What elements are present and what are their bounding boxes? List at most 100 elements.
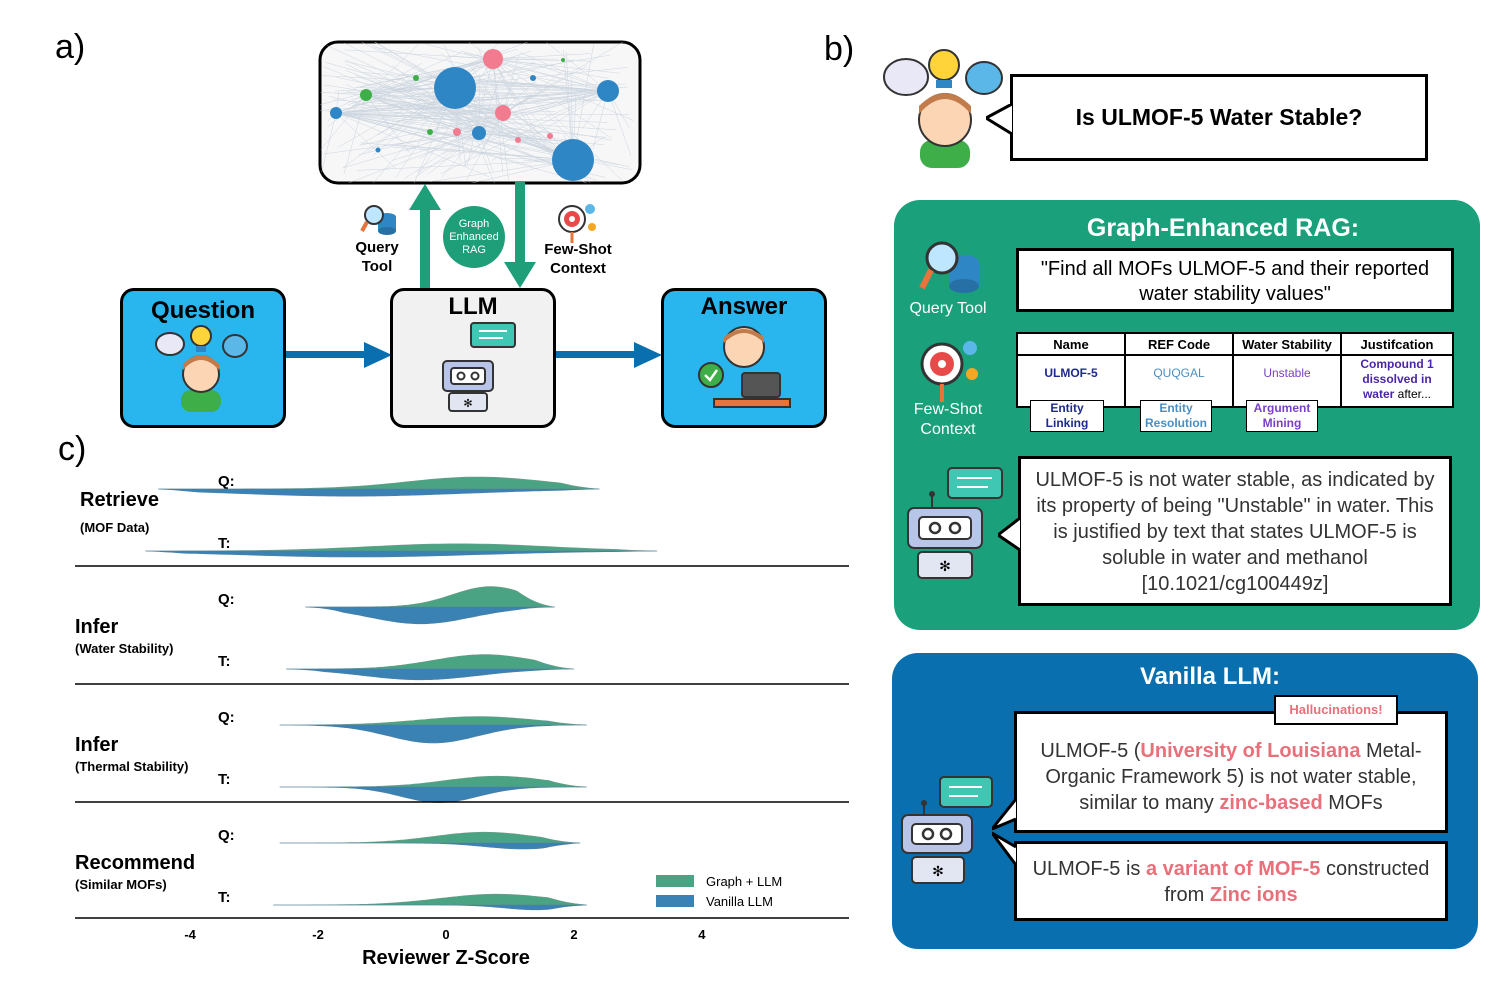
query-tool-label: Query Tool — [909, 300, 987, 317]
graph-edge — [345, 70, 574, 161]
graph-edge — [335, 112, 465, 148]
vanilla-llm-density — [273, 904, 587, 911]
vanilla-llm-density — [279, 842, 581, 850]
group-sublabel: (Thermal Stability) — [75, 759, 188, 774]
row-label: Q: — [218, 591, 235, 608]
answer-box: Answer — [661, 288, 827, 428]
answer-text: ULMOF-5 ( — [1040, 740, 1141, 762]
table-cell-name: ULMOF-5 — [1018, 356, 1126, 406]
graph-edge — [344, 49, 494, 60]
user-thinking-icon — [883, 49, 1003, 168]
group-label: Retrieve — [80, 489, 159, 511]
graph-edge — [365, 85, 421, 96]
tag-line: Resolution — [1145, 416, 1207, 430]
robot-icon: ✻ — [907, 467, 1003, 579]
graph-edge — [320, 112, 337, 182]
robot-icon: ✻ — [901, 776, 993, 884]
graph-edge — [335, 112, 607, 138]
graph-node — [413, 75, 419, 81]
justification-rest: after... — [1394, 387, 1432, 401]
vanilla-answer-bubble-1: ULMOF-5 (University of Louisiana Metal-O… — [1014, 711, 1448, 833]
question-title: Question — [150, 297, 255, 324]
badge-line: RAG — [462, 243, 486, 256]
query-tool-line: Query — [355, 239, 399, 256]
hallucinated-text: Zinc ions — [1209, 884, 1298, 906]
vanilla-answer-bubble-2: ULMOF-5 is a variant of MOF-5 constructe… — [1014, 841, 1448, 921]
group-sublabel: (MOF Data) — [80, 520, 149, 535]
graph-node — [330, 107, 342, 119]
bubble-tail — [998, 518, 1021, 552]
graph-edge — [365, 87, 574, 161]
llm-title: LLM — [448, 293, 498, 320]
graph-node — [375, 147, 381, 153]
graph-edge — [335, 112, 586, 149]
graph-edge — [352, 111, 504, 114]
vanilla-llm-density — [158, 488, 600, 497]
panel-label-b: b) — [824, 30, 855, 68]
graph-edge — [335, 112, 587, 183]
graph-edge — [335, 99, 600, 114]
graph-edge — [365, 94, 507, 153]
row-label: T: — [218, 535, 231, 552]
graph-edge — [492, 58, 609, 79]
retrieved-table: Name REF Code Water Stability Justifcati… — [1016, 332, 1454, 408]
graph-rag-panel: Graph-Enhanced RAG: Query Tool "Find all… — [894, 200, 1480, 630]
graph-edge — [502, 86, 554, 114]
graph-edge — [365, 94, 612, 141]
graph-edge — [335, 112, 617, 131]
query-tool-label: Query Tool — [345, 238, 409, 276]
graph-node — [597, 80, 619, 102]
graph-edge — [463, 112, 504, 166]
table-header: REF Code — [1126, 334, 1234, 356]
graph-edge — [392, 65, 480, 134]
graph-edge — [356, 159, 574, 171]
legend-swatch-vanilla — [656, 895, 694, 907]
query-text-box: "Find all MOFs ULMOF-5 and their reporte… — [1016, 248, 1454, 312]
graph-edge — [478, 132, 547, 141]
panel-label-a: a) — [55, 28, 86, 66]
graph-edge — [523, 90, 609, 98]
table-header: Water Stability — [1234, 334, 1342, 356]
person-with-laptop-icon — [698, 326, 791, 408]
up-arrow — [409, 184, 441, 290]
answer-text: constructed from — [1164, 858, 1430, 906]
graph-edge — [367, 58, 494, 153]
few-shot-line: Context — [920, 421, 976, 438]
graph-edge — [492, 53, 591, 60]
x-tick-label: 2 — [570, 927, 577, 942]
graph-node — [561, 58, 565, 62]
graph-edge — [345, 63, 480, 134]
graph-edge — [343, 94, 367, 175]
row-label: T: — [218, 653, 231, 670]
graph-node — [515, 137, 521, 143]
vanilla-llm-density — [145, 550, 658, 558]
graph-edge — [467, 62, 504, 114]
group-sublabel: (Similar MOFs) — [75, 877, 167, 892]
graph-edge — [324, 84, 504, 114]
tag-line: Entity — [1159, 401, 1193, 415]
graph-edge — [478, 71, 503, 134]
graph-enhanced-rag-badge: Graph Enhanced RAG — [443, 206, 505, 268]
vanilla-llm-panel: Vanilla LLM: ✻ ULMOF-5 (University of Lo… — [892, 653, 1478, 949]
x-tick-label: -2 — [312, 927, 324, 942]
graph-edge — [531, 62, 609, 92]
graph-edge — [492, 58, 620, 74]
graph-llm-density — [279, 716, 587, 726]
graph-edge — [433, 132, 480, 148]
graph-edge — [478, 75, 520, 134]
query-tool-icon — [919, 241, 979, 293]
graph-edge — [430, 159, 574, 182]
graph-edge — [478, 132, 630, 168]
tag-line: Argument — [1253, 401, 1311, 415]
graph-edge — [395, 144, 574, 161]
graph-edge — [546, 42, 609, 92]
graph-edge — [416, 90, 609, 172]
few-shot-label: Few-Shot Context — [536, 240, 620, 278]
graph-edge — [365, 94, 560, 167]
graph-edge — [365, 62, 423, 96]
x-tick-label: 4 — [698, 927, 706, 942]
row-label: Q: — [218, 473, 235, 490]
graph-edge — [492, 58, 541, 148]
graph-edge — [323, 132, 480, 155]
